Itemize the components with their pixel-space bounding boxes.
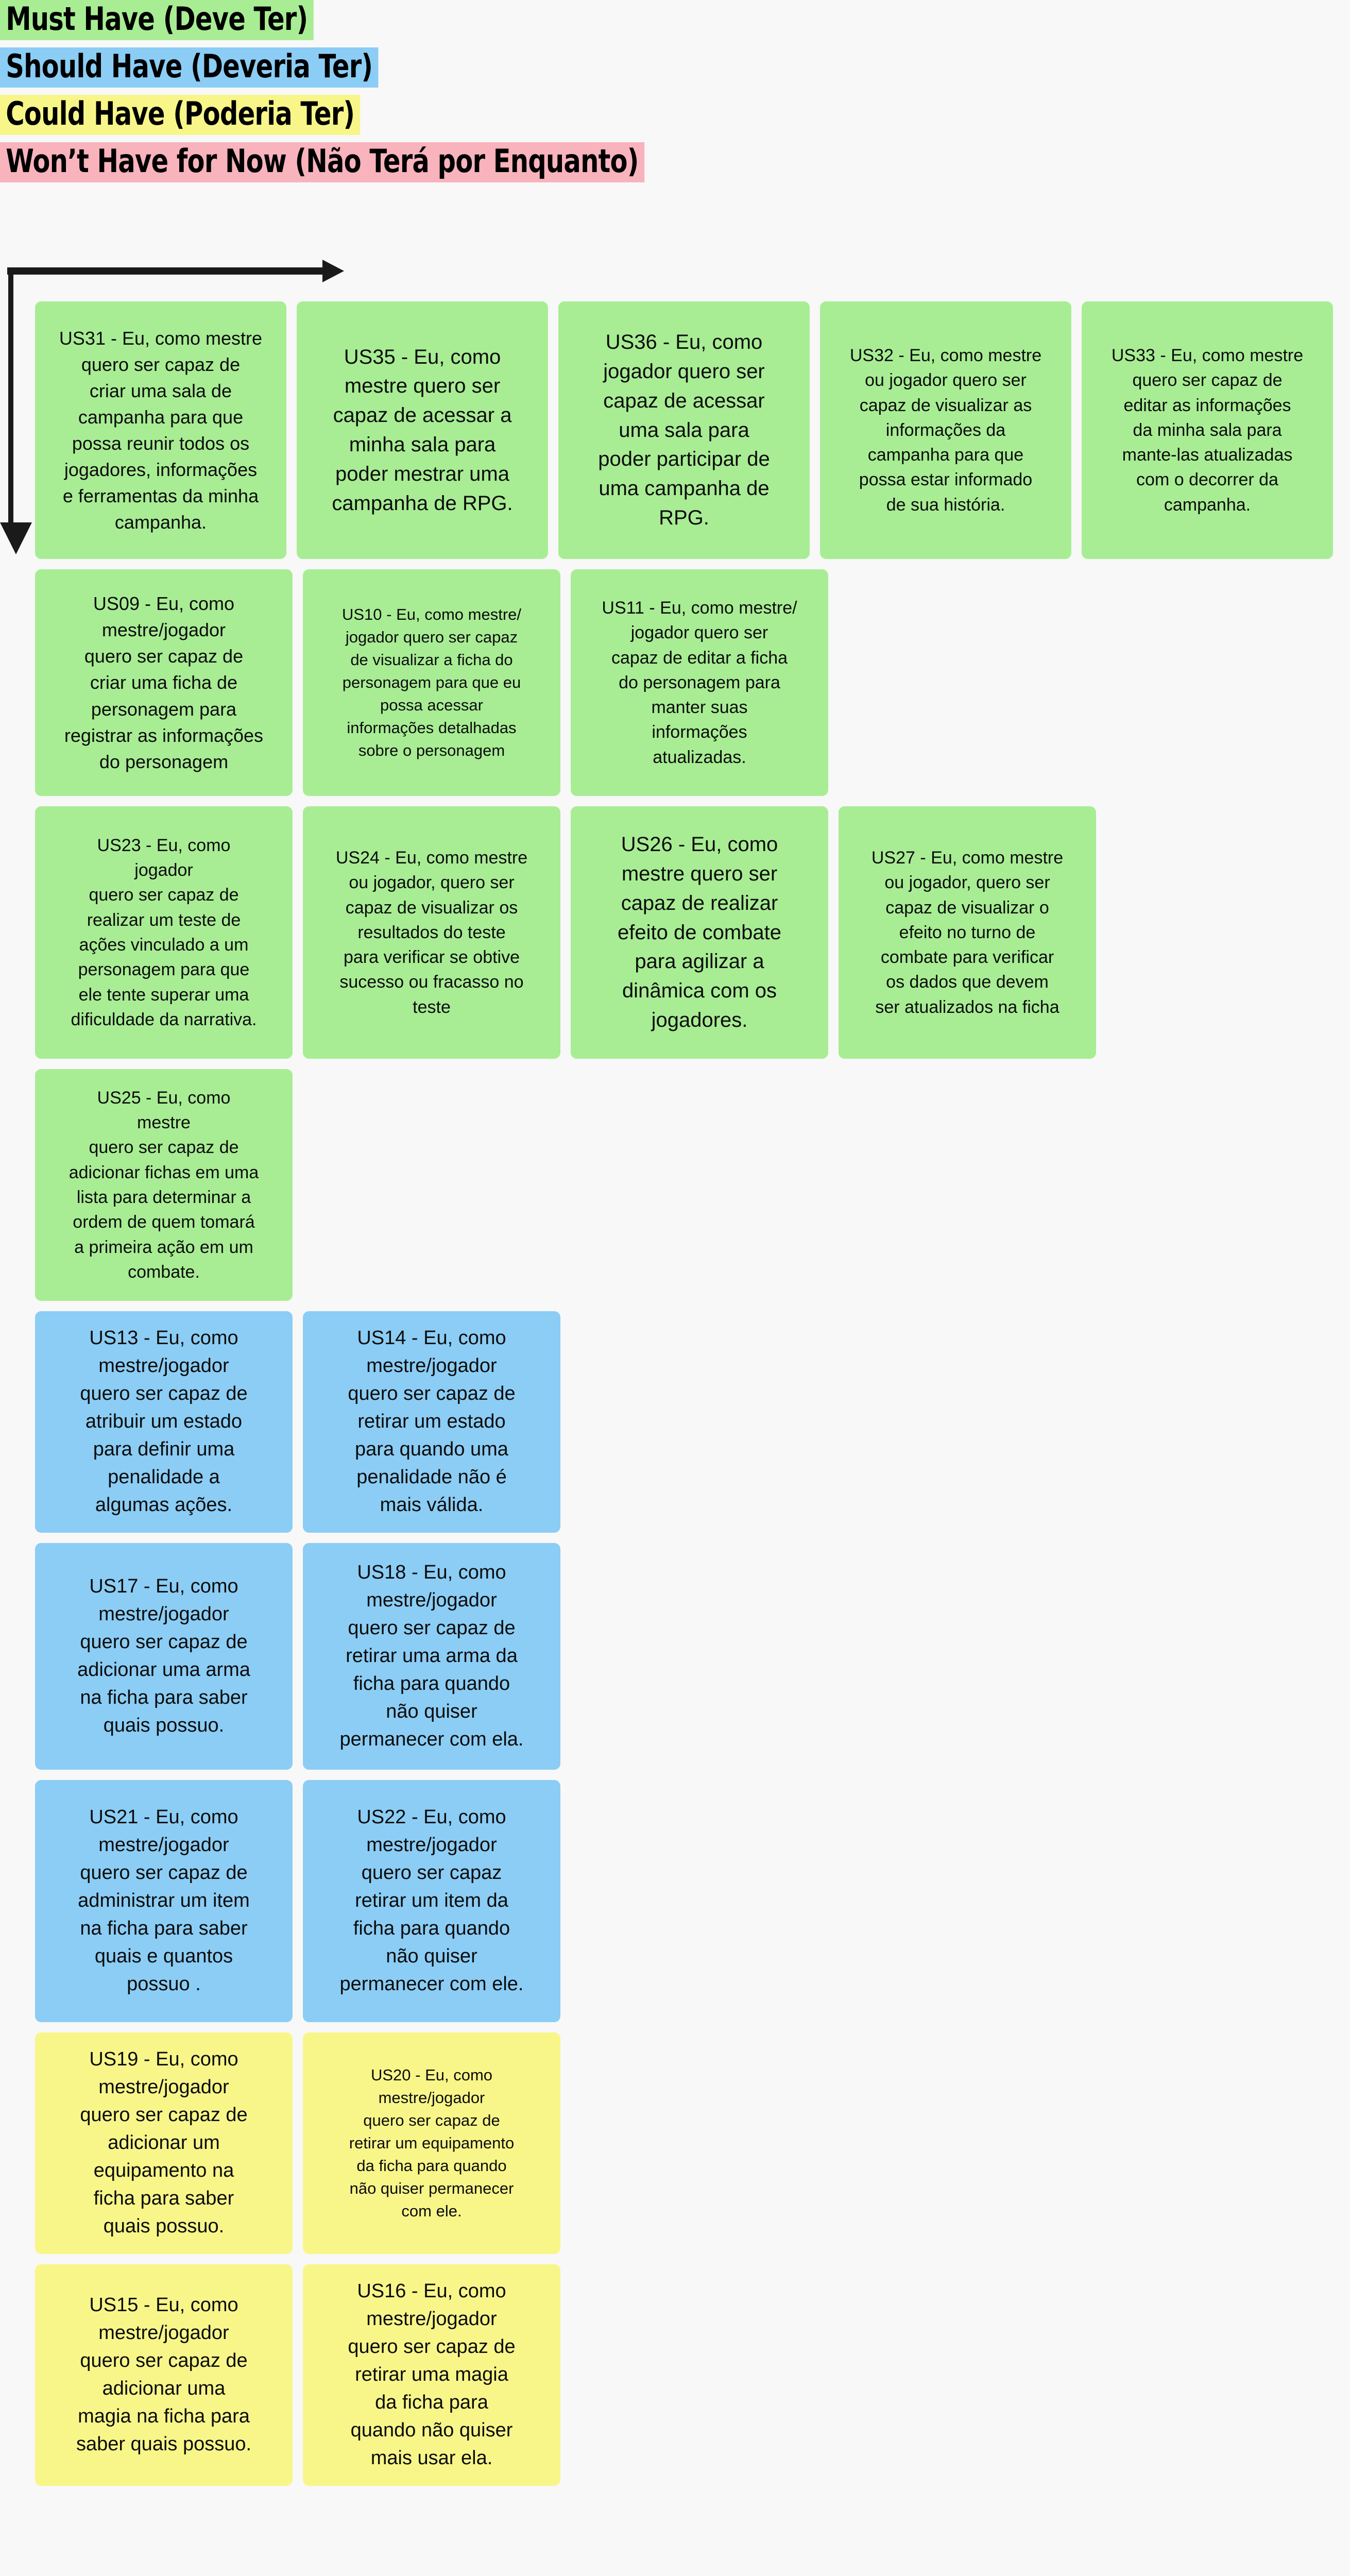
story-row: US13 - Eu, como mestre/jogador quero ser… <box>35 1311 1333 1533</box>
story-card-us25[interactable]: US25 - Eu, como mestre quero ser capaz d… <box>35 1069 293 1301</box>
story-row: US15 - Eu, como mestre/jogador quero ser… <box>35 2264 1333 2486</box>
story-card-us18[interactable]: US18 - Eu, como mestre/jogador quero ser… <box>303 1543 560 1770</box>
story-map-board: US31 - Eu, como mestre quero ser capaz d… <box>35 301 1333 2576</box>
story-card-us16[interactable]: US16 - Eu, como mestre/jogador quero ser… <box>303 2264 560 2486</box>
story-row: US21 - Eu, como mestre/jogador quero ser… <box>35 1780 1333 2022</box>
story-row: US19 - Eu, como mestre/jogador quero ser… <box>35 2032 1333 2254</box>
legend-item-must-have: Must Have (Deve Ter) <box>0 0 314 40</box>
priority-legend: Must Have (Deve Ter) Should Have (Deveri… <box>0 0 721 190</box>
story-card-us32[interactable]: US32 - Eu, como mestre ou jogador quero … <box>820 301 1071 559</box>
story-card-us23[interactable]: US23 - Eu, como jogador quero ser capaz … <box>35 806 293 1059</box>
story-card-us10[interactable]: US10 - Eu, como mestre/ jogador quero se… <box>303 569 560 796</box>
legend-item-should-have: Should Have (Deveria Ter) <box>0 47 379 88</box>
story-row: US17 - Eu, como mestre/jogador quero ser… <box>35 1543 1333 1770</box>
story-card-us15[interactable]: US15 - Eu, como mestre/jogador quero ser… <box>35 2264 293 2486</box>
story-row: US25 - Eu, como mestre quero ser capaz d… <box>35 1069 1333 1301</box>
story-card-us26[interactable]: US26 - Eu, como mestre quero ser capaz d… <box>571 806 828 1059</box>
story-card-us36[interactable]: US36 - Eu, como jogador quero ser capaz … <box>558 301 810 559</box>
story-card-us24[interactable]: US24 - Eu, como mestre ou jogador, quero… <box>303 806 560 1059</box>
legend-item-wont-have: Won’t Have for Now (Não Terá por Enquant… <box>0 142 644 182</box>
story-card-us14[interactable]: US14 - Eu, como mestre/jogador quero ser… <box>303 1311 560 1533</box>
story-row: US23 - Eu, como jogador quero ser capaz … <box>35 806 1333 1059</box>
legend-item-could-have: Could Have (Poderia Ter) <box>0 95 361 135</box>
story-card-us21[interactable]: US21 - Eu, como mestre/jogador quero ser… <box>35 1780 293 2022</box>
story-card-us13[interactable]: US13 - Eu, como mestre/jogador quero ser… <box>35 1311 293 1533</box>
legend-label-should-have: Should Have (Deveria Ter) <box>6 47 373 85</box>
story-card-us20[interactable]: US20 - Eu, como mestre/jogador quero ser… <box>303 2032 560 2254</box>
priority-arrow-vertical-shaft <box>8 267 13 525</box>
story-card-us35[interactable]: US35 - Eu, como mestre quero ser capaz d… <box>297 301 548 559</box>
legend-label-wont-have: Won’t Have for Now (Não Terá por Enquant… <box>6 142 639 180</box>
story-card-us09[interactable]: US09 - Eu, como mestre/jogador quero ser… <box>35 569 293 796</box>
legend-label-could-have: Could Have (Poderia Ter) <box>6 95 355 132</box>
story-card-us19[interactable]: US19 - Eu, como mestre/jogador quero ser… <box>35 2032 293 2254</box>
story-card-us31[interactable]: US31 - Eu, como mestre quero ser capaz d… <box>35 301 286 559</box>
story-card-us33[interactable]: US33 - Eu, como mestre quero ser capaz d… <box>1082 301 1333 559</box>
story-row: US31 - Eu, como mestre quero ser capaz d… <box>35 301 1333 559</box>
priority-arrow-right-icon <box>322 260 344 282</box>
story-row: US09 - Eu, como mestre/jogador quero ser… <box>35 569 1333 796</box>
priority-arrow-horizontal-shaft <box>7 267 324 275</box>
legend-label-must-have: Must Have (Deve Ter) <box>6 0 308 38</box>
story-card-us11[interactable]: US11 - Eu, como mestre/ jogador quero se… <box>571 569 828 796</box>
story-card-us17[interactable]: US17 - Eu, como mestre/jogador quero ser… <box>35 1543 293 1770</box>
story-card-us22[interactable]: US22 - Eu, como mestre/jogador quero ser… <box>303 1780 560 2022</box>
story-card-us27[interactable]: US27 - Eu, como mestre ou jogador, quero… <box>839 806 1096 1059</box>
priority-arrow-down-icon <box>0 522 32 554</box>
